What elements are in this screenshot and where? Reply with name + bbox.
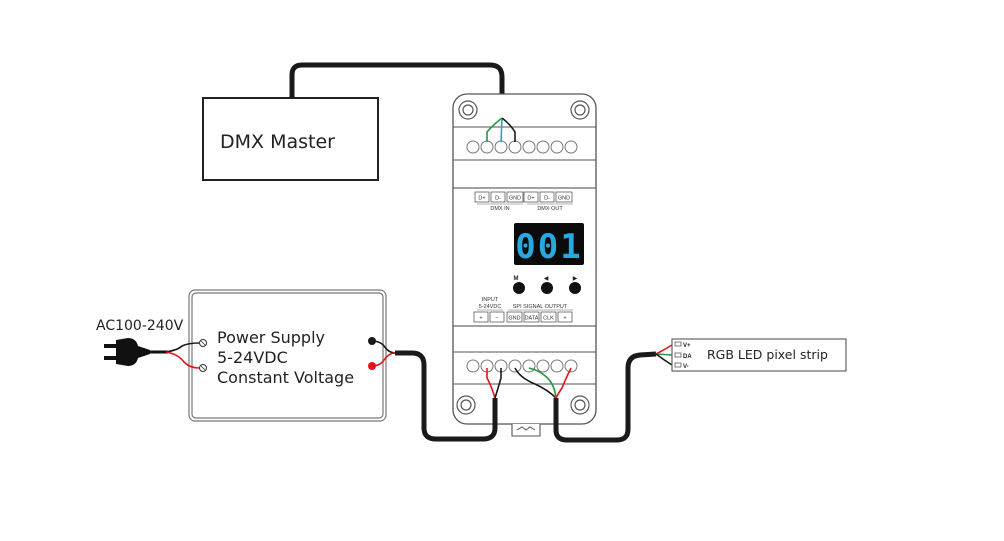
dmx-terminal-label-box <box>506 191 524 203</box>
power-supply: Power Supply 5-24VDC Constant Voltage <box>188 289 387 422</box>
output-terminal-label-box <box>557 311 573 323</box>
dmx-out-label: DMX OUT <box>537 206 563 212</box>
screw-terminal <box>564 359 578 373</box>
mode-button[interactable] <box>513 282 525 294</box>
top-terminal-block <box>466 140 578 154</box>
left-button-label: ◀ <box>544 276 549 282</box>
pin-vminus-label: V- <box>683 364 689 370</box>
dmx-master-box <box>202 97 379 181</box>
pin-vplus-label: V+ <box>683 343 691 349</box>
led-strip-box <box>671 338 847 372</box>
dmx-terminal-label-text: D- <box>495 196 501 202</box>
spi-output-label: SPI SIGNAL OUTPUT <box>513 304 568 310</box>
dmx-terminal-label-text: GND <box>558 196 570 202</box>
display-value: 001 <box>515 227 582 267</box>
screw-terminal <box>480 140 494 154</box>
dmx-master: DMX Master <box>202 97 379 181</box>
strip-wire-black <box>655 353 673 366</box>
dc-wire-red <box>371 352 396 367</box>
power-wire-red <box>486 368 496 399</box>
screw-terminal <box>550 359 564 373</box>
output-terminal-label-text: DATA <box>525 316 539 322</box>
dmx-master-label: DMX Master <box>220 131 335 153</box>
mounting-screw-icon <box>570 395 590 415</box>
output-terminal-label-text: CLK <box>543 316 554 322</box>
strip-cable <box>553 351 657 443</box>
screw-terminal <box>508 140 522 154</box>
dmx-terminal-label-box <box>474 191 490 203</box>
screw-terminal <box>536 140 550 154</box>
power-supply-box <box>188 289 387 422</box>
power-supply-type: Constant Voltage <box>217 368 354 387</box>
dmx-terminal-label-text: D+ <box>527 196 534 202</box>
bottom-terminal-block <box>466 359 578 373</box>
output-terminal-label-text: GND <box>508 316 520 322</box>
output-terminal-label-text: + <box>479 316 482 322</box>
screw-terminal <box>508 359 522 373</box>
output-terminal-label-box <box>489 311 505 323</box>
ac-input-label: AC100-240V <box>96 318 184 334</box>
screw-terminal <box>522 359 536 373</box>
dmx-terminal-label-text: GND <box>509 196 521 202</box>
rgb-led-strip: V+ DA V- RGB LED pixel strip <box>671 338 847 372</box>
dmx-terminal-label-text: D+ <box>478 196 485 202</box>
input-label: INPUT <box>482 297 499 303</box>
dmx-terminal-label-box <box>555 191 573 203</box>
output-terminal-label-box <box>506 311 523 323</box>
power-supply-voltage: 5-24VDC <box>217 348 288 367</box>
dmx-terminal-label-box <box>490 191 506 203</box>
dmx-wire-black <box>501 117 516 142</box>
right-arrow-button[interactable] <box>569 282 581 294</box>
dmx-terminal-label-box <box>539 191 555 203</box>
dmx-terminal-label-text: D- <box>544 196 550 202</box>
output-terminal-label-box <box>523 311 540 323</box>
led-strip-label: RGB LED pixel strip <box>707 347 828 362</box>
ac-wire-black <box>165 342 200 353</box>
dmx-wire-green <box>486 117 503 142</box>
power-cable <box>395 350 498 442</box>
screw-terminal <box>550 140 564 154</box>
spi-wire-red <box>555 367 572 399</box>
power-supply-title: Power Supply <box>217 328 325 347</box>
output-terminal-labels: + − GND DATA CLK + <box>473 311 573 323</box>
ac-terminal-icon <box>199 364 207 372</box>
dmx-in-label: DMX IN <box>490 206 509 212</box>
screw-terminal <box>466 140 480 154</box>
mounting-screw-icon <box>458 100 478 120</box>
led-display <box>514 223 584 265</box>
power-plug-icon <box>104 338 168 366</box>
output-terminal-label-text: − <box>495 316 498 322</box>
output-terminal-label-text: + <box>563 316 566 322</box>
output-terminal-label-box <box>540 311 557 323</box>
spi-wire-green <box>528 367 557 399</box>
ac-terminal-icon <box>199 339 207 347</box>
pin-pad-icon <box>674 362 682 368</box>
dc-wire-black <box>371 340 396 354</box>
strip-wire-green <box>655 353 673 356</box>
dmx-cable <box>289 62 505 118</box>
output-terminal-label-box <box>473 311 489 323</box>
input-voltage-label: 5-24VDC <box>479 304 502 310</box>
mounting-screw-icon <box>570 100 590 120</box>
dmx-terminal-labels: D+ D- GND D+ D- GND <box>474 191 573 203</box>
spi-wire-black <box>514 367 557 399</box>
dmx-terminal-label-box <box>523 191 539 203</box>
dmx-wire-blue <box>500 117 503 143</box>
strip-wire-red <box>655 344 673 355</box>
screw-terminal <box>536 359 550 373</box>
pin-pad-icon <box>674 352 682 358</box>
pin-da-label: DA <box>683 354 692 360</box>
screw-terminal <box>494 140 508 154</box>
screw-terminal <box>522 140 536 154</box>
screw-terminal <box>564 140 578 154</box>
power-wire-black <box>494 368 502 399</box>
pin-pad-icon <box>674 341 682 347</box>
left-arrow-button[interactable] <box>541 282 553 294</box>
screw-terminal <box>466 359 480 373</box>
right-button-label: ▶ <box>573 276 578 282</box>
ac-wire-red <box>165 351 200 369</box>
mode-button-label: M <box>514 276 519 282</box>
mounting-screw-icon <box>456 395 476 415</box>
